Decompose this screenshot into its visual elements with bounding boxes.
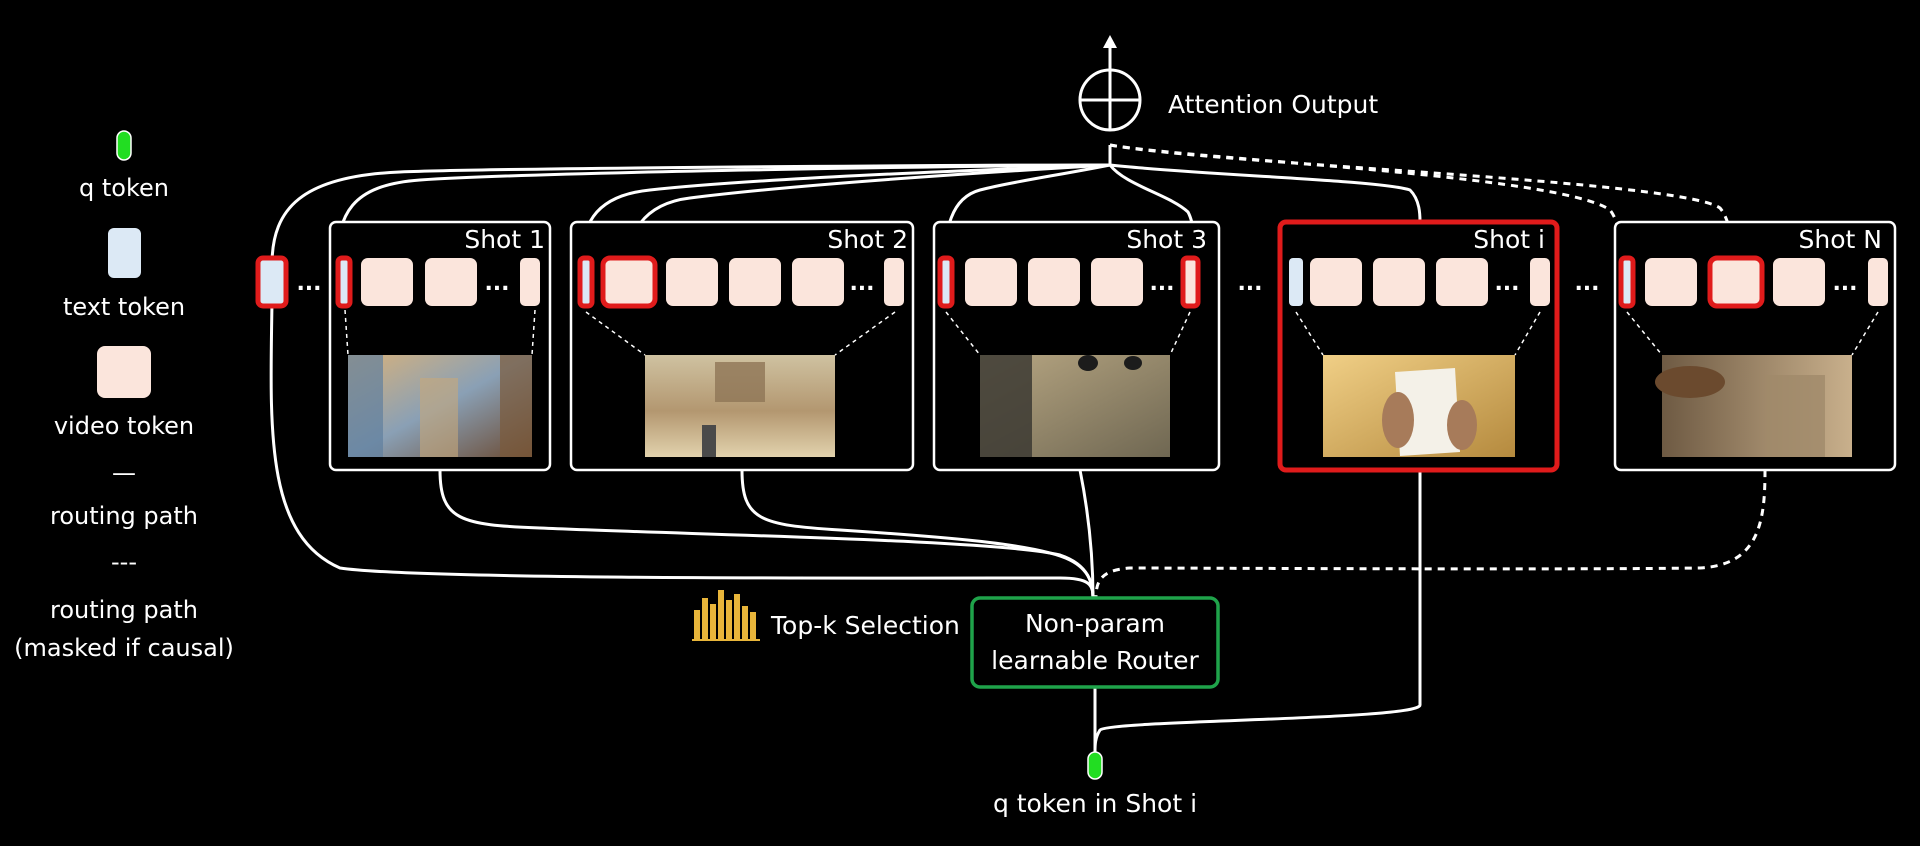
text-token [335,255,353,309]
q-token-icon [1087,751,1103,780]
legend-masked-path-label-1: routing path [50,596,198,624]
video-token [1645,258,1697,306]
attention-output-label: Attention Output [1168,90,1378,119]
video-token-selected [1180,255,1201,309]
router-label-2: learnable Router [991,646,1199,675]
shot-label: Shot 2 [827,225,908,254]
text-token [1289,258,1303,306]
legend-solid-line-symbol: — [112,459,136,487]
shot-thumbnail [1655,355,1852,457]
ellipsis: ... [296,271,321,296]
lower-masked-path [1094,469,1767,599]
ellipsis: ... [1237,271,1262,296]
shot-2: Shot 2 ... [569,220,915,472]
video-token [729,258,781,306]
legend-text-token-label: text token [63,293,185,321]
video-token [1028,258,1080,306]
attention-output: Attention Output [1078,35,1378,132]
video-token [1091,258,1143,306]
shot-thumbnail [348,355,532,457]
video-token [425,258,477,306]
router: Non-param learnable Router [970,596,1220,689]
shot-label: Shot 1 [464,225,545,254]
ellipsis: ... [1574,271,1599,296]
legend-video-token-label: video token [54,412,194,440]
video-token [666,258,718,306]
video-token [965,258,1017,306]
leading-text-token [255,255,289,309]
shot-thumbnail [980,355,1170,457]
shot-label: Shot 3 [1126,225,1207,254]
video-token-selected [600,255,658,309]
shot-label: Shot N [1799,225,1882,254]
text-token [1618,255,1636,309]
shot-label: Shot i [1473,225,1545,254]
video-token [361,258,413,306]
video-token [520,258,540,306]
legend-dashed-line-symbol: --- [111,548,137,576]
query-token: q token in Shot i [993,751,1197,818]
bar-chart-icon [692,590,760,641]
video-token [792,258,844,306]
output-arrow-icon [1103,35,1117,48]
topk-selection: Top-k Selection [692,590,960,641]
shot-3: Shot 3 ... [932,220,1221,472]
q-token-label: q token in Shot i [993,789,1197,818]
text-token [937,255,955,309]
legend-text-token-icon [108,228,141,278]
video-token [1310,258,1362,306]
legend: q token text token video token — routing… [14,130,234,662]
legend-video-token-icon [97,346,151,398]
legend-masked-path-label-2: (masked if causal) [14,634,234,662]
legend-q-token-icon [116,130,132,161]
shot-1: Shot 1 ... [328,220,552,472]
ellipsis: ... [1149,271,1174,296]
lower-routing-paths [269,301,1422,753]
video-token [1868,258,1888,306]
video-token [1373,258,1425,306]
topk-label: Top-k Selection [770,611,960,640]
video-token [1436,258,1488,306]
shot-n: Shot N ... [1613,220,1897,472]
ellipsis: ... [849,271,874,296]
video-token [1773,258,1825,306]
shot-thumbnail [1323,355,1515,457]
legend-q-token-label: q token [79,174,169,202]
video-token [884,258,904,306]
video-token [1530,258,1550,306]
legend-routing-path-label: routing path [50,502,198,530]
ellipsis: ... [484,271,509,296]
upper-routing-paths [270,145,1422,263]
text-token [577,255,595,309]
shot-thumbnail [645,355,835,457]
router-label-1: Non-param [1025,609,1165,638]
video-token-selected [1707,255,1765,309]
circle-plus-icon [1078,68,1142,132]
ellipsis: ... [1494,271,1519,296]
ellipsis: ... [1832,271,1857,296]
shot-i: Shot i ... [1277,219,1560,473]
